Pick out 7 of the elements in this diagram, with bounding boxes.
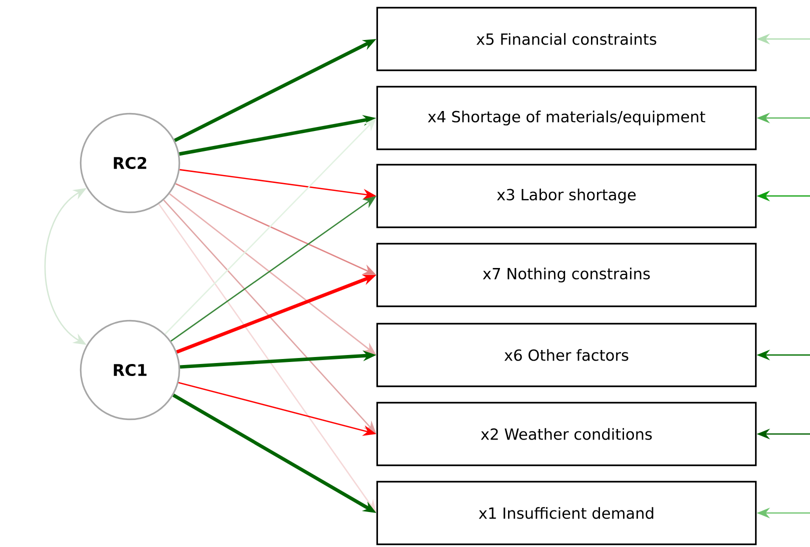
variable-box: x4 Shortage of materials/equipment [376,86,757,150]
variable-box: x3 Labor shortage [376,164,757,228]
variable-box: x5 Financial constraints [376,6,757,72]
variable-box: x7 Nothing constrains [376,242,757,308]
variable-box: x1 Insufficient demand [376,480,757,546]
variable-box: x2 Weather conditions [376,402,757,466]
variable-box: x6 Other factors [376,322,757,388]
